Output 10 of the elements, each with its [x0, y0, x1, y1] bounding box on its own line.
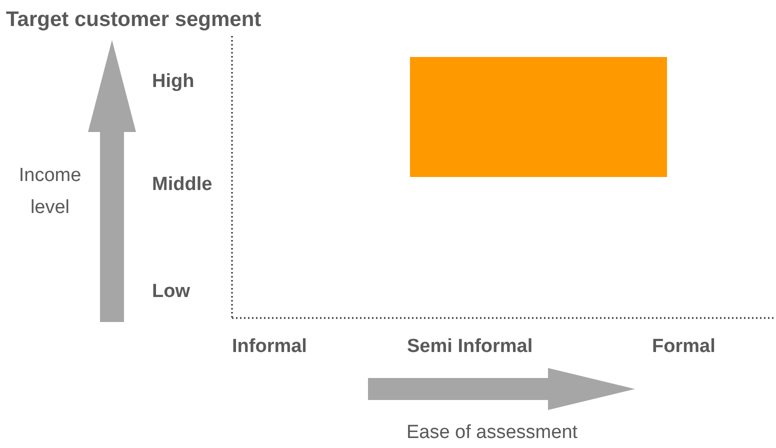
title: Target customer segment	[6, 9, 262, 31]
axis-tick-label: Low	[152, 281, 190, 303]
axis-tick-label: Informal	[232, 336, 307, 358]
axis-title: Ease of assessment	[406, 422, 578, 444]
highlight-region	[410, 57, 667, 177]
axis-tick-label: Semi Informal	[407, 336, 533, 358]
axis-tick-label: Middle	[152, 174, 212, 196]
axis-title: Income level	[18, 164, 82, 220]
axis-tick-label: Formal	[652, 336, 716, 358]
axis-tick-label: High	[152, 71, 194, 93]
